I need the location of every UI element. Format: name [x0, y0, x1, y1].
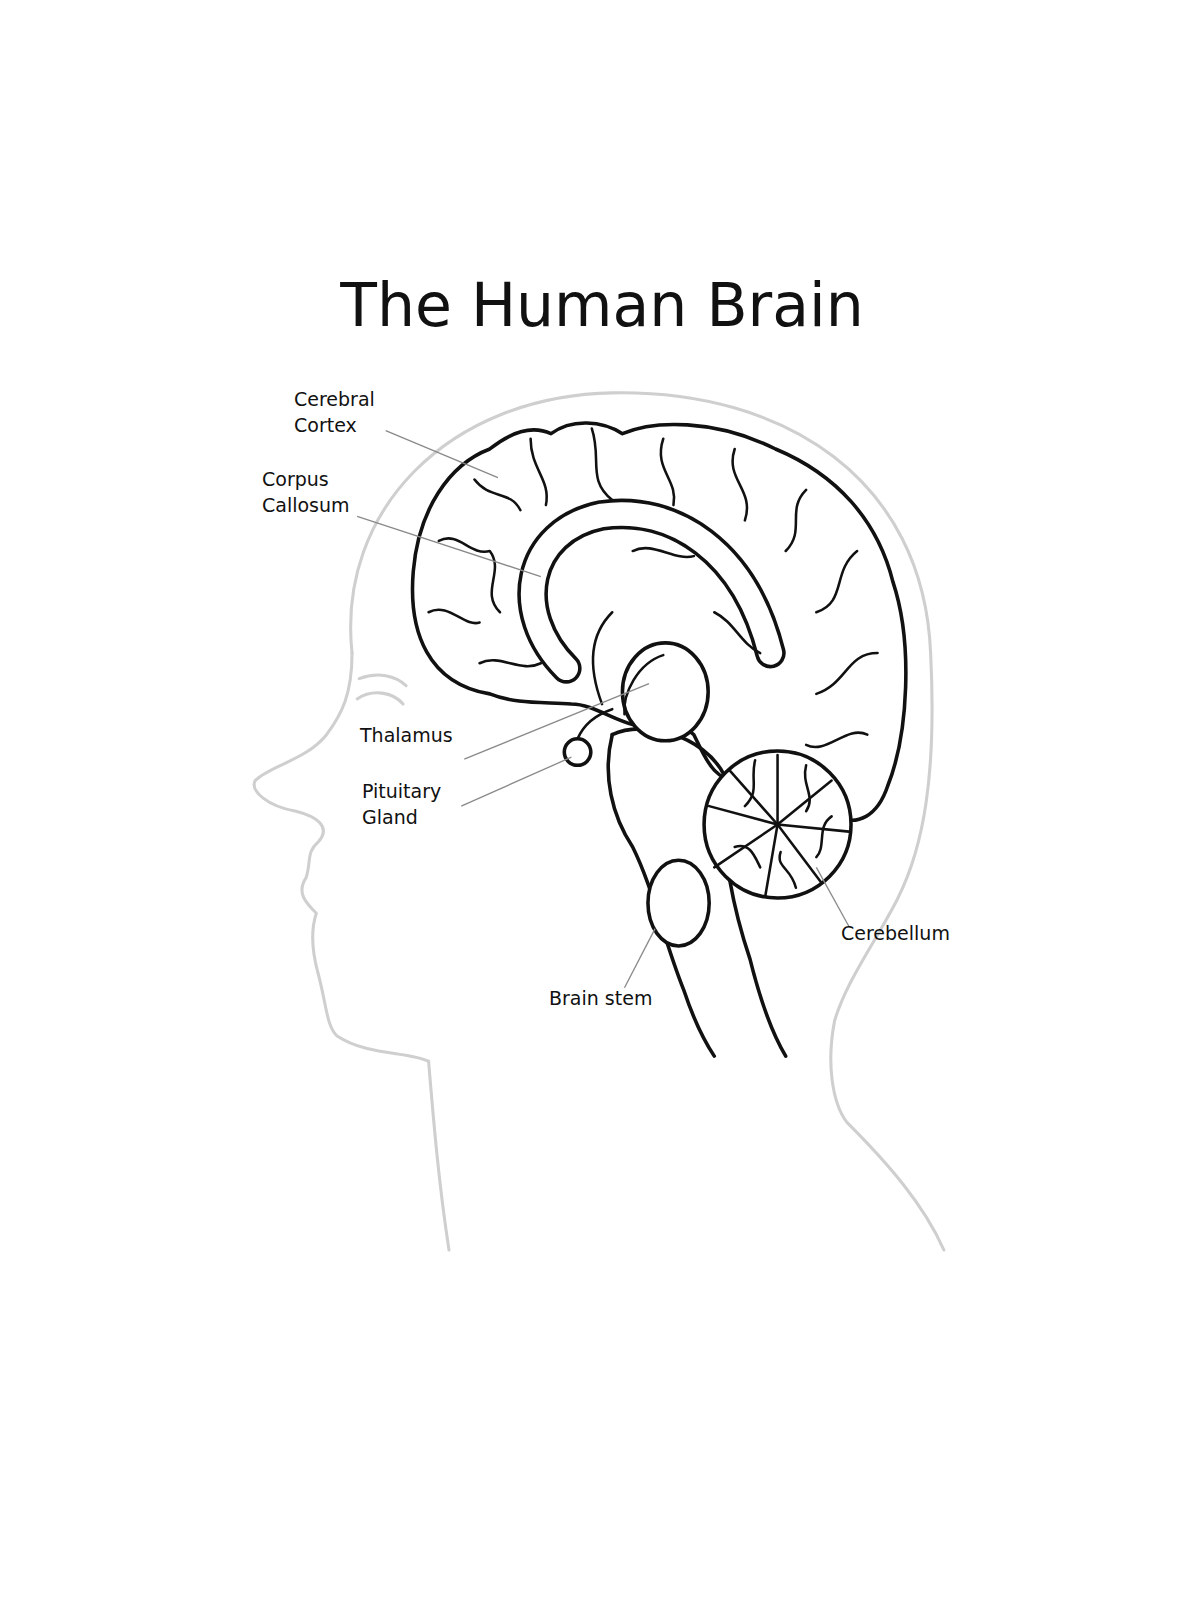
brain [413, 423, 906, 1056]
diagram-title: The Human Brain [340, 270, 863, 340]
part-label: Cerebral Cortex [294, 386, 394, 438]
part-label: Brain stem [549, 985, 689, 1011]
part-label: Pituitary Gland [362, 778, 457, 830]
leader-lines [357, 431, 849, 988]
part-label: Thalamus [360, 722, 480, 748]
part-label: Corpus Callosum [262, 466, 362, 518]
part-label: Cerebellum [841, 920, 981, 946]
head-outline [254, 393, 944, 1250]
